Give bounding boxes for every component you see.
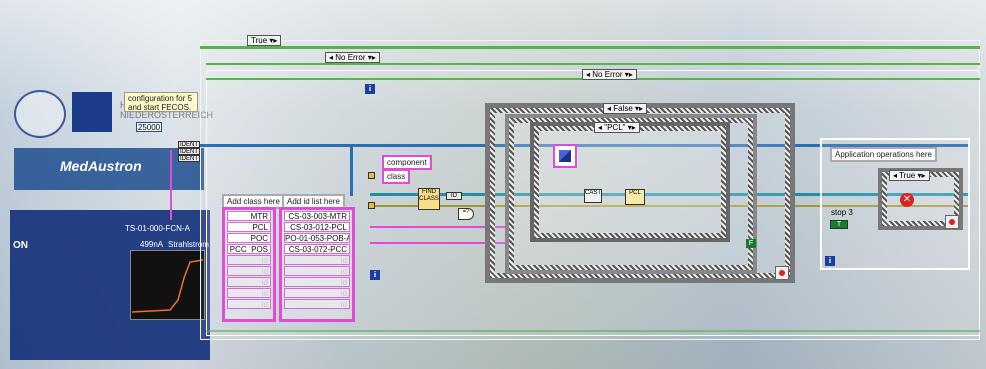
wire-blue-main bbox=[200, 144, 970, 147]
bg-medaustron-text: MedAustron bbox=[60, 158, 142, 174]
wire-pink-vertical bbox=[170, 150, 172, 220]
id-cell-8[interactable]: id bbox=[284, 299, 350, 309]
subvi-pcl-op[interactable]: PCL bbox=[625, 189, 645, 205]
iteration-icon-3: i bbox=[365, 84, 375, 94]
class-cell-4[interactable]: id bbox=[227, 255, 271, 265]
bg-ts-label: TS-01-000-FCN-A bbox=[125, 224, 190, 233]
bg-cern-logo bbox=[14, 90, 66, 138]
id-cell-1[interactable]: CS-03-012-PCL bbox=[284, 222, 350, 232]
id-cell-5[interactable]: id bbox=[284, 266, 350, 276]
class-cell-8[interactable]: id bbox=[227, 299, 271, 309]
bg-on-label: ON bbox=[13, 240, 28, 251]
app-operations-label: Application operations here bbox=[830, 147, 937, 162]
config-note: configuration for 5 and start FECOS. bbox=[124, 92, 198, 112]
bg-n-logo bbox=[72, 92, 112, 132]
class-array[interactable]: MTR PCL POC PCC_POS id id id id id bbox=[222, 207, 276, 322]
subvi-ident-mid: ID bbox=[446, 192, 462, 200]
component-label: component bbox=[382, 155, 432, 170]
class-cell-3[interactable]: PCC_POS bbox=[227, 244, 271, 254]
class-terminal[interactable] bbox=[368, 202, 375, 209]
component-terminal[interactable] bbox=[368, 172, 375, 179]
error-icon: ✕ bbox=[900, 193, 914, 207]
bg-value-readout: 499nA bbox=[140, 240, 164, 249]
case-selector-no-error-1[interactable]: ◂ No Error ▾▸ bbox=[325, 52, 380, 63]
class-cell-2[interactable]: POC bbox=[227, 233, 271, 243]
bg-strahlstrom: Strahlstrom bbox=[168, 240, 209, 249]
bg-medaustron-banner bbox=[14, 148, 204, 190]
wire-green-top2 bbox=[206, 63, 980, 65]
case-selector-no-error-2[interactable]: ◂ No Error ▾▸ bbox=[582, 69, 637, 80]
case-selector-false[interactable]: ◂ False ▾▸ bbox=[603, 103, 648, 114]
case-selector-true-inner[interactable]: ◂ True ▾▸ bbox=[889, 170, 930, 181]
stop-bool-constant[interactable]: T bbox=[830, 220, 848, 229]
class-cell-6[interactable]: id bbox=[227, 277, 271, 287]
stop-label: stop 3 bbox=[831, 208, 853, 217]
id-cell-7[interactable]: id bbox=[284, 288, 350, 298]
wire-teal-main bbox=[370, 193, 970, 196]
loop-stop-icon[interactable] bbox=[775, 266, 789, 280]
case-selector-true[interactable]: True ▾▸ bbox=[247, 35, 282, 46]
id-cell-4[interactable]: id bbox=[284, 255, 350, 265]
iteration-icon-2: i bbox=[825, 256, 835, 266]
false-bool-constant[interactable]: F bbox=[746, 239, 756, 248]
const-25000[interactable]: 25000 bbox=[136, 122, 162, 132]
class-cell-7[interactable]: id bbox=[227, 288, 271, 298]
wire-green-bottom bbox=[206, 330, 980, 332]
bg-plot-curve bbox=[131, 259, 204, 313]
wire-olive-main bbox=[370, 205, 970, 207]
id-cell-6[interactable]: id bbox=[284, 277, 350, 287]
wire-green-top bbox=[200, 46, 980, 49]
id-array[interactable]: CS-03-003-MTR CS-03-012-PCL PO-01-053-PO… bbox=[279, 207, 355, 322]
class-cell-5[interactable]: id bbox=[227, 266, 271, 276]
app-stop-icon[interactable] bbox=[945, 215, 959, 229]
node-ident-2: IDENT bbox=[178, 148, 200, 155]
node-ident-1: IDENT bbox=[178, 141, 200, 148]
wire-blue-vertical bbox=[350, 146, 353, 196]
node-ident-3: IDENT bbox=[178, 155, 200, 162]
subvi-compare[interactable]: =? bbox=[458, 208, 474, 220]
pcl-case-structure bbox=[530, 122, 730, 242]
wire-pink-main bbox=[370, 226, 510, 228]
class-cell-0[interactable]: MTR bbox=[227, 211, 271, 221]
wire-pink-main2 bbox=[370, 242, 510, 244]
subvi-cast[interactable]: CAST bbox=[584, 189, 602, 203]
iteration-icon-1: i bbox=[370, 270, 380, 280]
cube-icon bbox=[559, 150, 571, 162]
case-selector-pcl[interactable]: ◂ "PCL" ▾▸ bbox=[594, 122, 640, 133]
id-cell-2[interactable]: PO-01-053-POB-A bbox=[284, 233, 350, 243]
class-label: class bbox=[382, 169, 411, 184]
class-cell-1[interactable]: PCL bbox=[227, 222, 271, 232]
id-cell-3[interactable]: CS-03-072-PCC bbox=[284, 244, 350, 254]
id-cell-0[interactable]: CS-03-003-MTR bbox=[284, 211, 350, 221]
